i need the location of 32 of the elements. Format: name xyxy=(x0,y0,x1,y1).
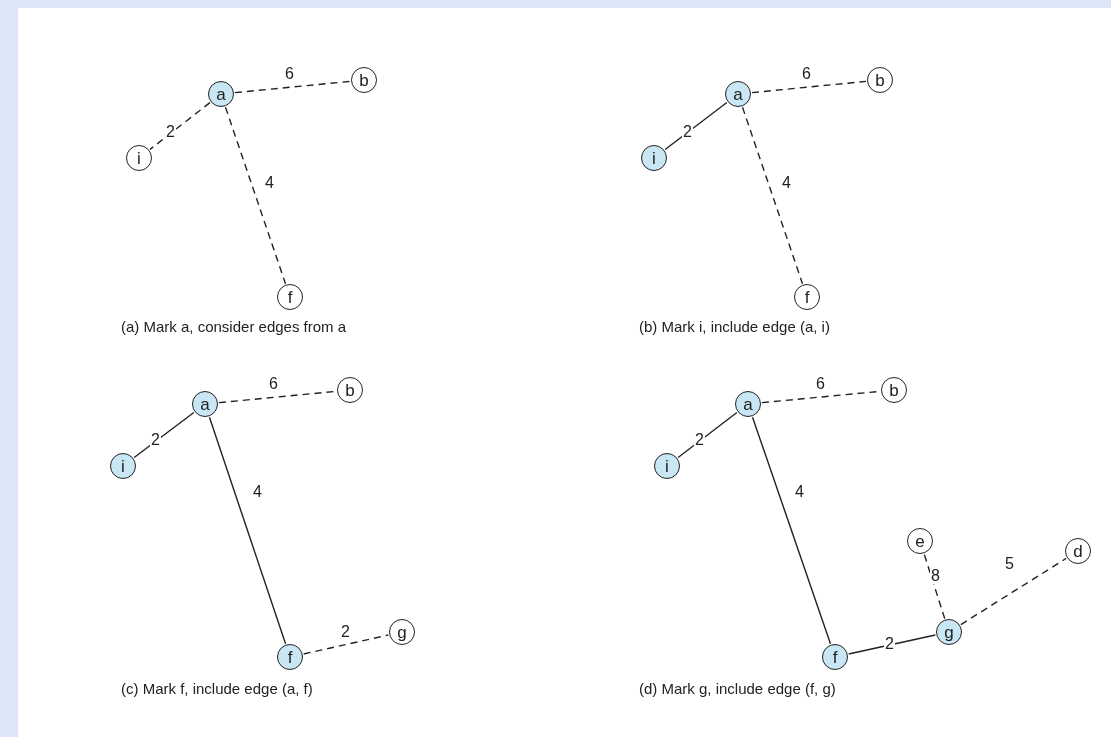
graph-edge xyxy=(224,106,287,285)
edge-label: 4 xyxy=(794,484,805,500)
edge-label: 2 xyxy=(884,636,895,652)
edge-label: 4 xyxy=(781,175,792,191)
graph-edge xyxy=(741,106,804,285)
graph-edge xyxy=(960,557,1067,626)
edge-label: 6 xyxy=(801,66,812,82)
edge-label: 4 xyxy=(252,484,263,500)
edge-label: 6 xyxy=(268,376,279,392)
edge-label: 2 xyxy=(694,432,705,448)
edge-label: 5 xyxy=(1004,556,1015,572)
edge-label: 6 xyxy=(284,66,295,82)
edge-label: 6 xyxy=(815,376,826,392)
panel-caption: (b) Mark i, include edge (a, i) xyxy=(639,318,830,335)
graph-edge xyxy=(751,416,832,645)
graph-edge xyxy=(751,80,867,94)
graph-edge xyxy=(149,101,211,151)
graph-edge xyxy=(208,416,287,645)
panel-caption: (c) Mark f, include edge (a, f) xyxy=(121,680,313,697)
edge-label: 2 xyxy=(682,124,693,140)
edge-label: 2 xyxy=(165,124,176,140)
graph-edge xyxy=(133,411,195,459)
graph-edge xyxy=(923,553,946,620)
graph-edge xyxy=(302,634,390,655)
graph-edge xyxy=(847,634,937,655)
edge-label: 2 xyxy=(150,432,161,448)
edge-label: 2 xyxy=(340,624,351,640)
edge-label: 8 xyxy=(930,568,941,584)
panel-caption: (a) Mark a, consider edges from a xyxy=(121,318,347,335)
edge-label: 4 xyxy=(264,175,275,191)
graph-edge xyxy=(234,80,351,94)
panel-caption: (d) Mark g, include edge (f, g) xyxy=(639,680,836,697)
